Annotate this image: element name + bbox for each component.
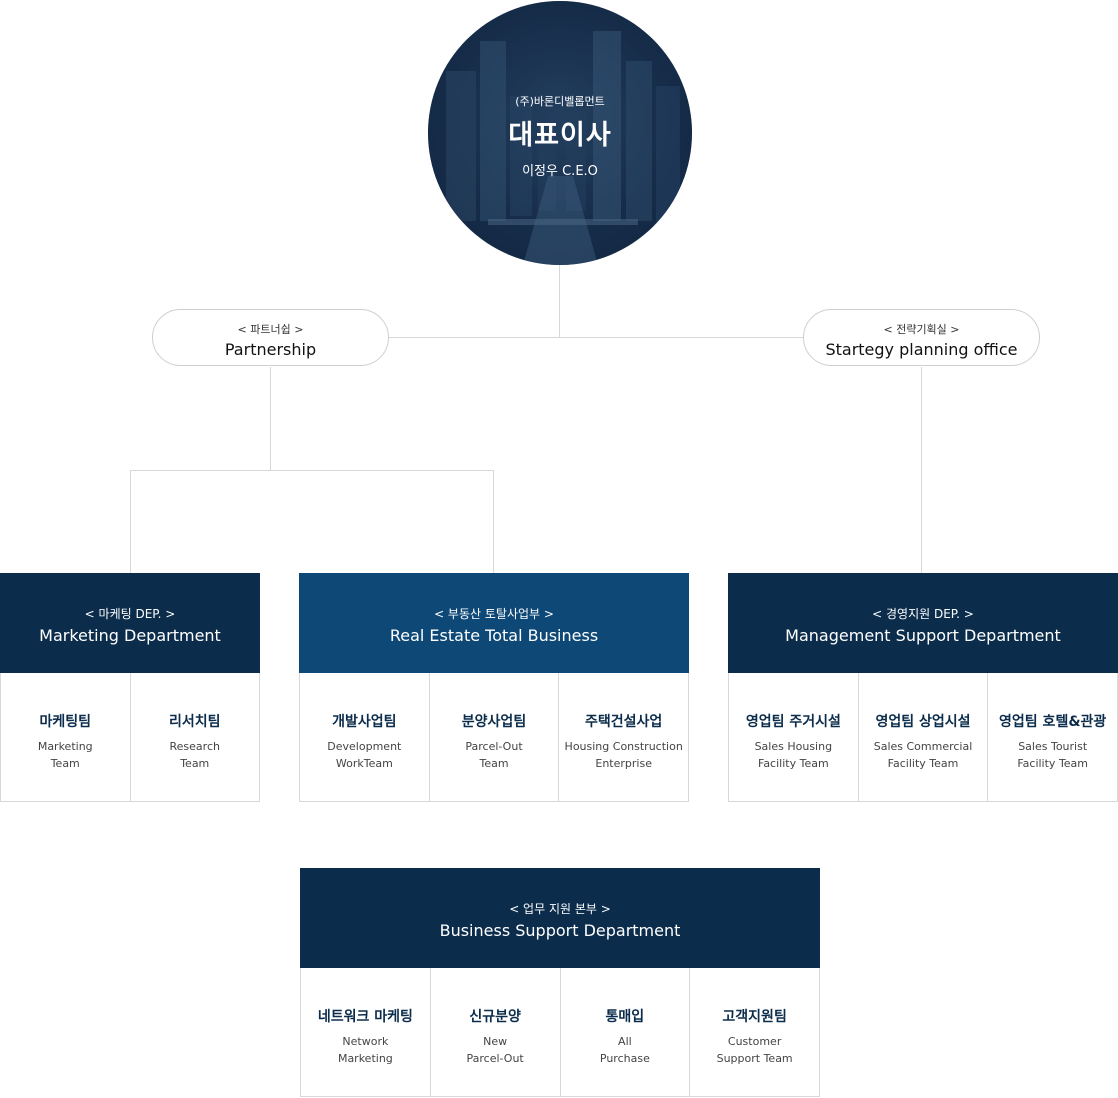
team-parcel-out: 분양사업팀 Parcel-Out Team — [428, 673, 559, 801]
partnership-title: Partnership — [224, 340, 317, 359]
management-department-sub: < 경영지원 DEP. > — [872, 607, 974, 621]
realestate-department: < 부동산 토탈사업부 > Real Estate Total Business… — [299, 573, 689, 802]
team-name-en: Sales Housing Facility Team — [754, 740, 833, 770]
team-customer-support: 고객지원팀 Customer Support Team — [689, 968, 819, 1096]
management-department-header: < 경영지원 DEP. > Management Support Departm… — [728, 573, 1118, 673]
marketing-department-title: Marketing Department — [39, 626, 221, 645]
team-name-en: Sales Tourist Facility Team — [1017, 740, 1089, 770]
city-skyline-image — [428, 1, 692, 265]
team-name-ko: 네트워크 마케팅 — [317, 1009, 413, 1025]
ceo-node: (주)바론디벨롭먼트 대표이사 이정우 C.E.O — [428, 1, 692, 265]
team-name-ko: 신규분양 — [469, 1009, 521, 1025]
realestate-department-title: Real Estate Total Business — [389, 626, 599, 645]
ceo-company: (주)바론디벨롭먼트 — [515, 95, 605, 108]
team-sales-housing: 영업팀 주거시설 Sales Housing Facility Team — [729, 673, 858, 801]
team-name-en: Marketing Team — [37, 740, 93, 770]
marketing-department: < 마케팅 DEP. > Marketing Department 마케팅팀 M… — [0, 573, 260, 802]
strategy-sub: < 전략기획실 > — [883, 323, 960, 336]
connector-partnership-branch — [130, 470, 494, 471]
ceo-title: 대표이사 — [508, 120, 612, 151]
partnership-sub: < 파트너쉽 > — [237, 323, 304, 336]
team-all-purchase: 통매입 All Purchase — [559, 968, 690, 1096]
team-sales-tourist: 영업팀 호텔&관광 Sales Tourist Facility Team — [987, 673, 1117, 801]
team-new-parcel-out: 신규분양 New Parcel-Out — [429, 968, 560, 1096]
team-name-ko: 통매입 — [605, 1009, 645, 1025]
marketing-department-sub: < 마케팅 DEP. > — [84, 607, 176, 621]
strategy-node: < 전략기획실 > Startegy planning office — [803, 309, 1040, 366]
team-housing-construction: 주택건설사업 Housing Construction Enterprise — [558, 673, 688, 801]
strategy-title: Startegy planning office — [825, 340, 1018, 359]
team-name-ko: 리서치팀 — [168, 714, 221, 730]
connector-horizontal-main — [389, 337, 804, 338]
team-network-marketing: 네트워크 마케팅 Network Marketing — [301, 968, 430, 1096]
business-teams: 네트워크 마케팅 Network Marketing 신규분양 New Parc… — [300, 968, 820, 1097]
team-name-ko: 영업팀 주거시설 — [745, 714, 841, 730]
team-name-en: Customer Support Team — [716, 1035, 793, 1065]
connector-to-marketing — [130, 470, 131, 573]
business-department-title: Business Support Department — [439, 921, 681, 940]
realestate-department-header: < 부동산 토탈사업부 > Real Estate Total Business — [299, 573, 689, 673]
team-name-en: Housing Construction Enterprise — [564, 740, 683, 770]
connector-strategy-down — [921, 367, 922, 573]
connector-partnership-down — [270, 367, 271, 470]
business-department-sub: < 업무 지원 본부 > — [509, 902, 611, 916]
ceo-name: 이정우 C.E.O — [522, 164, 598, 179]
team-name-en: Research Team — [169, 740, 220, 770]
business-department: < 업무 지원 본부 > Business Support Department… — [300, 868, 820, 1097]
team-marketing: 마케팅팀 Marketing Team — [1, 673, 130, 801]
team-name-ko: 주택건설사업 — [585, 714, 663, 730]
team-name-en: All Purchase — [599, 1035, 650, 1065]
realestate-department-sub: < 부동산 토탈사업부 > — [434, 607, 554, 621]
team-development: 개발사업팀 Development WorkTeam — [300, 673, 429, 801]
team-name-en: Development WorkTeam — [327, 740, 402, 770]
business-department-header: < 업무 지원 본부 > Business Support Department — [300, 868, 820, 968]
team-name-ko: 영업팀 상업시설 — [875, 714, 971, 730]
realestate-teams: 개발사업팀 Development WorkTeam 분양사업팀 Parcel-… — [299, 673, 689, 802]
team-name-ko: 마케팅팀 — [39, 714, 92, 730]
team-name-en: Sales Commercial Facility Team — [873, 740, 973, 770]
management-department-title: Management Support Department — [785, 626, 1061, 645]
ceo-text-group: (주)바론디벨롭먼트 대표이사 이정우 C.E.O — [428, 93, 692, 179]
team-name-en: New Parcel-Out — [466, 1035, 524, 1065]
team-research: 리서치팀 Research Team — [129, 673, 260, 801]
connector-to-realestate — [493, 470, 494, 573]
team-sales-commercial: 영업팀 상업시설 Sales Commercial Facility Team — [857, 673, 988, 801]
marketing-teams: 마케팅팀 Marketing Team 리서치팀 Research Team — [0, 673, 260, 802]
team-name-ko: 분양사업팀 — [461, 714, 527, 730]
marketing-department-header: < 마케팅 DEP. > Marketing Department — [0, 573, 260, 673]
partnership-node: < 파트너쉽 > Partnership — [152, 309, 389, 366]
team-name-ko: 고객지원팀 — [722, 1009, 787, 1025]
management-department: < 경영지원 DEP. > Management Support Departm… — [728, 573, 1118, 802]
team-name-en: Network Marketing — [337, 1035, 393, 1065]
team-name-en: Parcel-Out Team — [465, 740, 523, 770]
management-teams: 영업팀 주거시설 Sales Housing Facility Team 영업팀… — [728, 673, 1118, 802]
team-name-ko: 영업팀 호텔&관광 — [999, 714, 1107, 730]
team-name-ko: 개발사업팀 — [332, 714, 397, 730]
connector-ceo-down — [559, 265, 560, 338]
